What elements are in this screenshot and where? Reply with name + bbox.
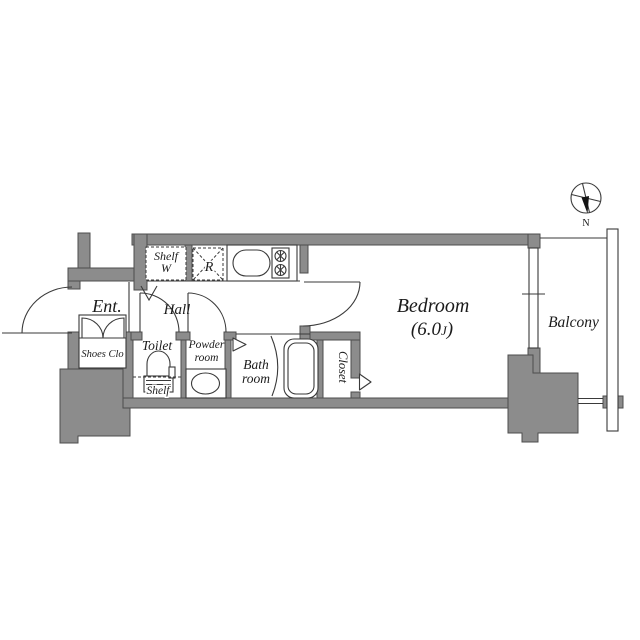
shoes-closet-door-left	[81, 317, 104, 339]
compass-needle	[581, 196, 589, 214]
room-labels: Ent. Shoes Clo Hall Toilet Shelf Shelf W…	[81, 248, 599, 399]
refrigerator-label: R	[204, 260, 214, 275]
laundry-shelf-box	[145, 246, 187, 281]
pillar-bottom-right	[507, 354, 579, 443]
balcony-railing	[606, 228, 619, 432]
shoes-closet	[78, 314, 127, 369]
wall-entrance-top	[67, 267, 139, 282]
kitchen-sink	[232, 249, 271, 277]
compass-north-label: N	[582, 218, 589, 229]
wall-closet-top	[309, 331, 361, 341]
sanitary-fixtures	[185, 338, 319, 399]
bath-room-label-1: Bath	[243, 357, 269, 372]
bath-folding-door	[270, 335, 279, 397]
bath-room-label-2: room	[242, 371, 270, 386]
shoes-closet-door-right	[102, 317, 125, 339]
closet-entry-triangle	[358, 373, 372, 391]
refrigerator-diagonal-2	[192, 247, 224, 281]
entrance-label: Ent.	[91, 296, 122, 316]
wall-hall-bottom-1	[130, 331, 143, 341]
doors	[2, 281, 372, 397]
hall-label: Hall	[163, 302, 191, 318]
wall-top-right-stub	[527, 233, 541, 249]
toilet-fixtures	[133, 350, 183, 393]
stove-burner-icon	[274, 249, 287, 277]
shoes-closet-box	[78, 314, 127, 369]
wall-left-stub	[77, 232, 91, 274]
powder-room-label-2: room	[195, 352, 219, 364]
balcony-label: Balcony	[548, 314, 599, 331]
wall-top	[131, 233, 541, 246]
washbasin-bowl-icon	[190, 372, 221, 395]
bath-entry-triangle	[232, 337, 247, 352]
bedroom-size-label: (6.0J)	[411, 319, 453, 340]
wall-block-bottom-left	[59, 368, 131, 444]
openings	[522, 228, 619, 432]
toilet-door-arc	[139, 292, 180, 333]
toilet-icon	[146, 350, 171, 381]
laundry-bifold-door	[140, 285, 158, 302]
closet-label: Closet	[336, 351, 350, 383]
bedroom-label: Bedroom	[397, 295, 470, 317]
powder-door-arc	[187, 292, 227, 333]
wall-bottom	[122, 397, 509, 409]
compass-icon: N	[570, 182, 602, 229]
shoes-closet-label: Shoes Clo	[81, 349, 123, 360]
front-door-arc	[21, 286, 73, 334]
bathtub-inner-icon	[287, 342, 315, 395]
sliding-window	[528, 247, 539, 349]
laundry-shelf-label-2: W	[161, 261, 172, 275]
powder-room-label-1: Powder	[188, 339, 225, 351]
compass-circle	[570, 182, 602, 214]
kitchen-fixtures	[145, 244, 298, 282]
wall-bedroom-left-lower	[299, 325, 311, 341]
toilet-tank-lines	[146, 379, 171, 390]
toilet-handle-icon	[168, 366, 176, 379]
wall-entrance-left-lower	[67, 331, 81, 371]
wall-closet-right-upper	[350, 339, 361, 379]
wall-kitchen-left	[133, 233, 148, 291]
wall-closet-right-lower	[350, 391, 361, 399]
walls	[59, 232, 624, 444]
toilet-label: Toilet	[142, 338, 174, 353]
wall-bedroom-left-upper	[299, 244, 309, 274]
wall-entrance-left-upper	[67, 280, 81, 290]
laundry-shelf-label-1: Shelf	[154, 249, 180, 263]
wall-toilet-powder-divider	[180, 339, 187, 399]
bedroom-door-arc	[302, 281, 361, 327]
toilet-shelf-label: Shelf	[147, 385, 172, 397]
